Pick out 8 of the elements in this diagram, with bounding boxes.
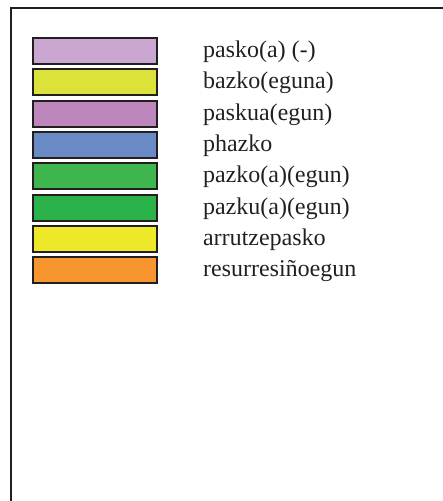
legend-label: bazko(eguna): [203, 69, 334, 94]
legend-label: paskua(egun): [203, 100, 332, 125]
legend-label: pasko(a) (-): [203, 38, 316, 62]
legend-label: pazko(a)(egun): [203, 163, 350, 188]
legend-label: resurresiñoegun: [203, 257, 356, 282]
legend-label: pazku(a)(egun): [203, 194, 350, 218]
legend-label: phazko: [203, 132, 272, 156]
legend-label: arrutzepasko: [203, 226, 326, 250]
